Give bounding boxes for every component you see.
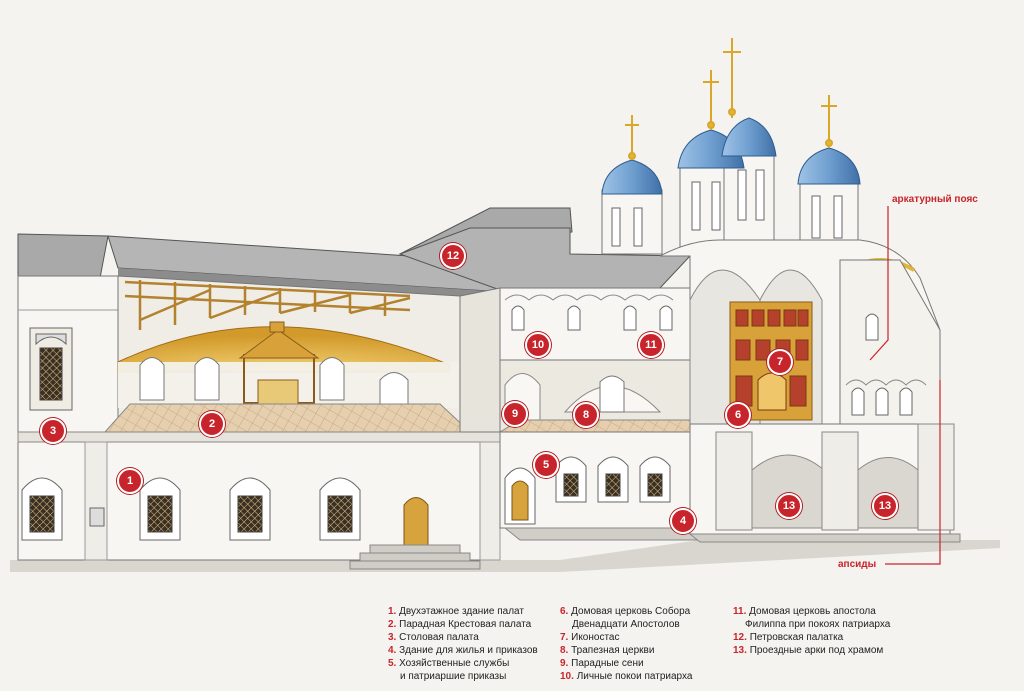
ground-floor-windows (21, 477, 361, 541)
legend-item-5: 5. Хозяйственные службы (388, 658, 510, 669)
legend-item-3: 3. Столовая палата (388, 632, 479, 643)
marker-13b: 13 (872, 493, 898, 519)
legend-item-13: 13. Проездные арки под храмом (733, 645, 884, 656)
legend-item-12: 12. Петровская палатка (733, 632, 844, 643)
legend-item-8: 8. Трапезная церкви (560, 645, 655, 656)
legend-item-6: 6. Домовая церковь Собора (560, 606, 691, 617)
legend-item-2: 2. Парадная Крестовая палата (388, 619, 532, 630)
legend-item-1: 1. Двухэтажное здание палат (388, 606, 524, 617)
legend-item-11: 11. Домовая церковь апостола (733, 606, 876, 617)
legend-column-3: 11. Домовая церковь апостола Филиппа при… (733, 605, 890, 657)
marker-11: 11 (638, 332, 664, 358)
ground (10, 540, 1000, 572)
callout-apses: апсиды (838, 559, 877, 570)
two-storey-chambers (17, 233, 506, 570)
legend-item-11-cont: Филиппа при покоях патриарха (745, 619, 891, 630)
callout-lines (869, 206, 941, 565)
marker-4: 4 (670, 508, 696, 534)
marker-9: 9 (502, 401, 528, 427)
marker-12: 12 (440, 243, 466, 269)
marker-13a: 13 (776, 493, 802, 519)
cathedral-twelve-apostles (601, 38, 961, 543)
marker-2: 2 (199, 411, 225, 437)
canopy-throne (238, 321, 320, 405)
marker-5: 5 (533, 452, 559, 478)
legend-item-7: 7. Иконостас (560, 632, 620, 643)
legend-column-1: 1. Двухэтажное здание палат 2. Парадная … (388, 605, 538, 683)
palace-cutaway-illustration (10, 38, 1000, 572)
legend-column-2: 6. Домовая церковь Собора Двенадцати Апо… (560, 605, 692, 683)
marker-10: 10 (525, 332, 551, 358)
marker-8: 8 (573, 402, 599, 428)
marker-7: 7 (767, 349, 793, 375)
callout-arcade-belt: аркатурный пояс (892, 194, 978, 205)
legend-item-9: 9. Парадные сени (560, 658, 644, 669)
marker-3: 3 (40, 418, 66, 444)
legend-item-6-cont: Двенадцати Апостолов (572, 619, 680, 630)
legend-item-5-cont: и патриаршие приказы (400, 671, 507, 682)
living-and-offices-building (398, 207, 722, 541)
marker-6: 6 (725, 402, 751, 428)
legend-item-10: 10. Личные покои патриарха (560, 671, 693, 682)
marker-1: 1 (117, 468, 143, 494)
legend-item-4: 4. Здание для жилья и приказов (388, 645, 538, 656)
